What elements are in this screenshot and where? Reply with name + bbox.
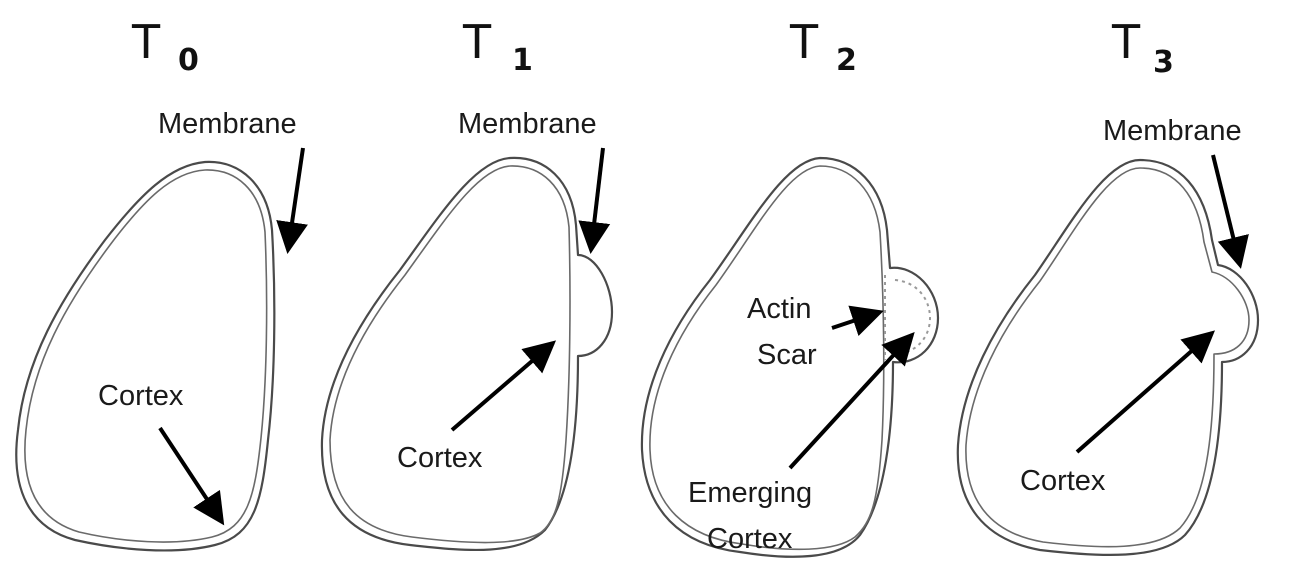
cell-outline xyxy=(16,162,274,551)
panel-t1: T 1 Membrane Cortex xyxy=(322,15,612,550)
panel-subscript: 2 xyxy=(836,43,857,78)
cortex-label: Cortex xyxy=(98,380,184,412)
actin-scar-arrow xyxy=(832,312,880,328)
panel-subscript: 0 xyxy=(178,43,199,78)
cell-outline-inner xyxy=(25,170,267,542)
cell-outline xyxy=(958,160,1258,555)
actin-label-line1: Actin xyxy=(747,293,811,325)
membrane-arrow xyxy=(288,148,303,250)
membrane-arrow xyxy=(591,148,603,250)
panel-subscript: 1 xyxy=(512,43,533,78)
panel-title: T xyxy=(131,15,161,69)
emerging-cortex xyxy=(895,280,930,354)
cortex-label: Cortex xyxy=(1020,465,1106,497)
panel-t3: T 3 Membrane Cortex xyxy=(958,15,1258,555)
membrane-arrow xyxy=(1213,155,1240,265)
panel-t0: T 0 Membrane Cortex xyxy=(16,15,303,550)
cell-outline-inner xyxy=(966,168,1249,547)
cell-outline-inner xyxy=(330,166,570,543)
panel-t2: T 2 Actin Scar Emerging Cortex xyxy=(642,15,938,557)
cortex-arrow xyxy=(160,428,222,522)
emerging-label-line1: Emerging xyxy=(688,477,812,509)
panel-subscript: 3 xyxy=(1153,45,1174,80)
cortex-label: Cortex xyxy=(397,442,483,474)
cortex-arrow xyxy=(1077,333,1212,452)
panel-title: T xyxy=(1111,15,1141,69)
emerging-label-line2: Cortex xyxy=(707,523,793,555)
membrane-label: Membrane xyxy=(458,108,597,140)
membrane-label: Membrane xyxy=(1103,115,1242,147)
cell-outline xyxy=(322,158,612,550)
cortex-arrow xyxy=(452,343,553,430)
panel-title: T xyxy=(462,15,492,69)
actin-label-line2: Scar xyxy=(757,339,817,371)
membrane-label: Membrane xyxy=(158,108,297,140)
panel-title: T xyxy=(789,15,819,69)
